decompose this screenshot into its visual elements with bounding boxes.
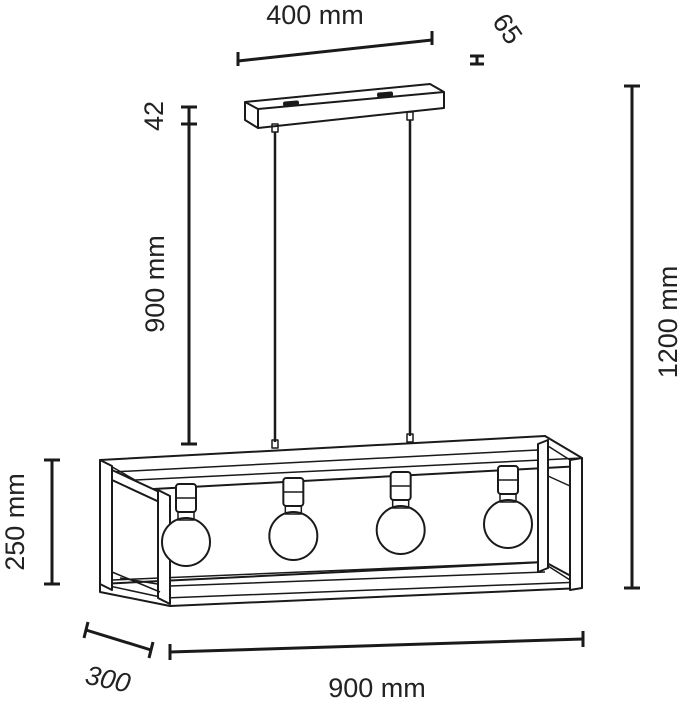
canopy-height-label: 42 (139, 101, 169, 131)
frame-brace-right-mid (547, 475, 571, 487)
frame-brace-left-bottom (111, 571, 161, 593)
frame-width-dimension: 900 mm (168, 631, 585, 703)
frame-height-label: 250 mm (0, 473, 30, 571)
canopy-body (244, 83, 445, 129)
frame-depth-line (85, 628, 152, 652)
frame-depth-tick-right (147, 641, 155, 659)
cord-end-right (406, 433, 414, 443)
canopy-screw-slot-left (283, 100, 300, 107)
canopy-depth-dimension: 65 (470, 8, 528, 66)
cord-length-label: 900 mm (140, 235, 170, 333)
canopy-height-dimension: 42 (139, 101, 197, 131)
canopy-width-dimension: 400 mm (236, 0, 434, 66)
bulbs (161, 465, 533, 567)
suspension-cords (271, 120, 414, 449)
frame-depth-dimension: 300 (82, 621, 155, 699)
frame-depth-label: 300 (83, 660, 133, 699)
canopy (244, 83, 445, 133)
canopy-screw-slot-right (377, 91, 394, 98)
frame-brace-right-top (547, 445, 571, 461)
canopy-width-label: 400 mm (266, 0, 364, 30)
bulb-4 (483, 465, 533, 549)
cord-length-dimension: 900 mm (140, 124, 197, 446)
frame-brace-right-bottom (547, 565, 571, 581)
bulb-glass (483, 499, 533, 549)
bulb-3 (375, 471, 426, 555)
frame-post-right-front (569, 457, 583, 591)
frame-height-dimension: 250 mm (0, 458, 60, 586)
canopy-depth-label: 65 (486, 8, 528, 50)
canopy-cord-grip-right (406, 111, 414, 121)
frame-post-left-front (99, 459, 113, 591)
bulb-1 (161, 483, 211, 567)
bulb-glass (375, 505, 426, 555)
frame-post-right-back (537, 439, 549, 573)
frame-bottom-rail (99, 561, 583, 607)
frame-depth-tick-left (82, 621, 90, 639)
bulb-glass (268, 511, 319, 561)
canopy-width-line (237, 38, 433, 63)
cord-end-left (271, 439, 279, 449)
total-height-label: 1200 mm (653, 266, 683, 379)
bulb-2 (268, 477, 319, 561)
total-height-dimension: 1200 mm (624, 84, 683, 590)
wooden-frame (99, 435, 583, 607)
frame-width-label: 900 mm (328, 673, 426, 703)
bulb-glass (161, 517, 211, 567)
frame-width-line (169, 637, 584, 654)
